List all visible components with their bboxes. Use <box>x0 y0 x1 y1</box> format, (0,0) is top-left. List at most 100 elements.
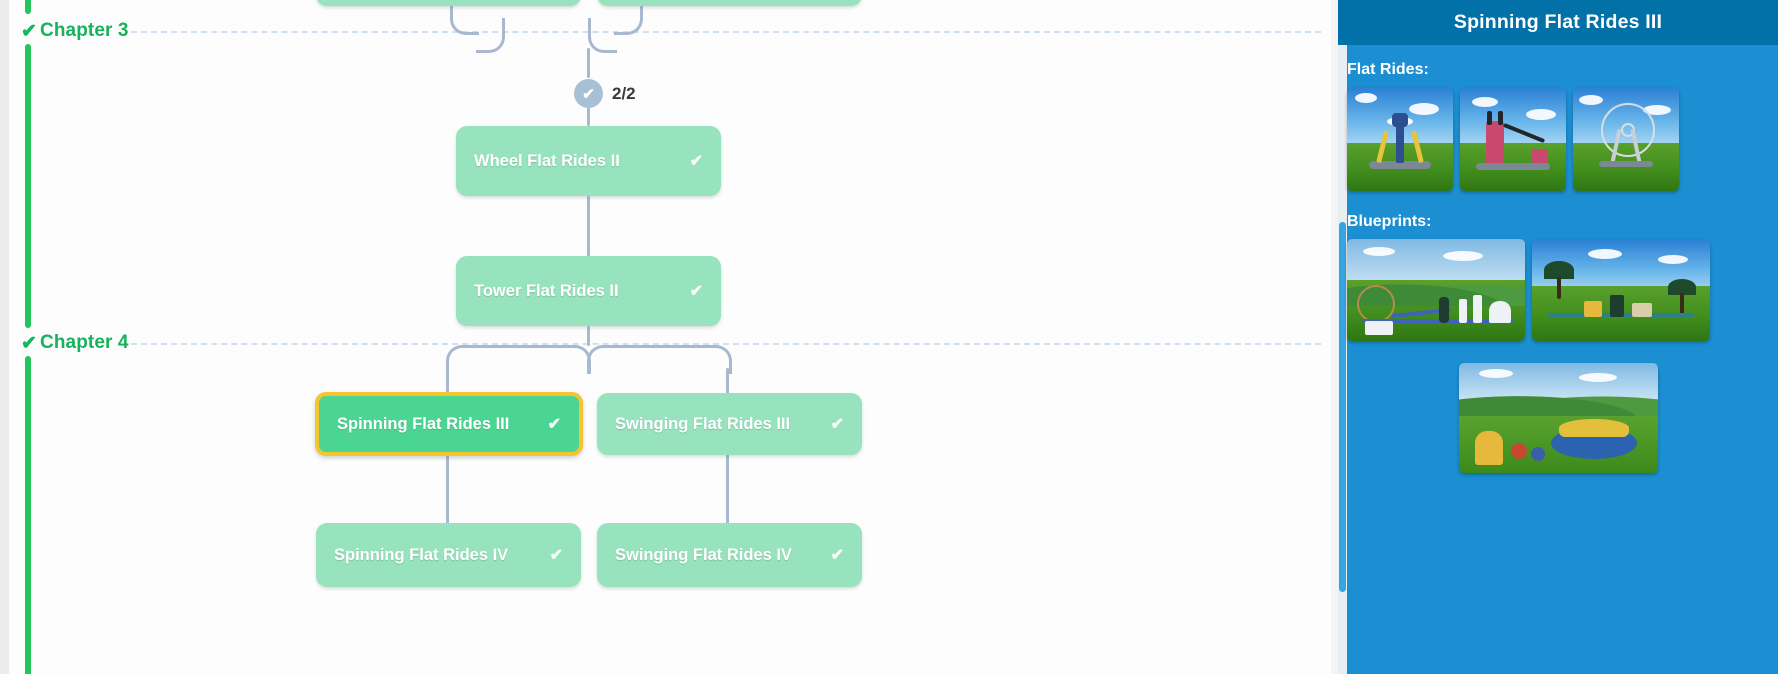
check-icon: ✔ <box>689 153 703 170</box>
connector-line <box>726 368 729 396</box>
connector-line <box>587 326 590 346</box>
blueprint-thumbnail[interactable] <box>1347 239 1525 341</box>
flat-ride-thumbnail[interactable] <box>1460 87 1566 191</box>
chapter-rail-3 <box>25 44 31 328</box>
thumb-cloud <box>1579 95 1603 105</box>
tech-tree-canvas[interactable]: ✔ Chapter 3 ✔ Chapter 4 <box>9 0 1331 674</box>
tree-node-selected[interactable]: Spinning Flat Rides III ✔ <box>315 392 583 456</box>
connector-curve <box>614 0 643 35</box>
flat-ride-thumbnail[interactable] <box>1573 87 1679 191</box>
thumb-cloud <box>1355 93 1377 103</box>
thumb-palm-tree <box>1668 279 1696 295</box>
progress-count: 2/2 <box>612 83 636 103</box>
thumb-ride-post <box>1486 121 1504 163</box>
chapter-divider-4 <box>131 343 1321 345</box>
check-icon: ✔ <box>549 547 563 564</box>
thumb-ride-base <box>1476 163 1550 170</box>
connector-curve <box>476 18 505 53</box>
tree-node[interactable]: Spinning Flat Rides IV ✔ <box>316 523 581 587</box>
detail-panel-title: Spinning Flat Rides III <box>1453 11 1663 33</box>
blueprint-thumbnail[interactable] <box>1532 239 1710 341</box>
thumb-wheel-ride <box>1357 285 1395 323</box>
connector-line <box>446 452 449 524</box>
chapter-check-icon: ✔ <box>21 332 37 354</box>
thumb-cloud <box>1472 97 1498 107</box>
connector-line <box>587 196 590 258</box>
left-edge-gutter <box>0 0 9 674</box>
thumb-cloud <box>1526 109 1556 120</box>
progress-check-icon: ✔ <box>574 79 603 108</box>
detail-panel-header: Spinning Flat Rides III <box>1338 0 1778 45</box>
thumb-tree <box>1439 297 1449 323</box>
thumb-ride-post <box>1532 149 1548 163</box>
thumb-palm-trunk <box>1680 293 1684 315</box>
thumb-palm-trunk <box>1557 277 1561 299</box>
tree-node-label: Tower Flat Rides II <box>474 281 619 300</box>
connector-curve <box>450 0 479 35</box>
tree-node[interactable]: Swinging Flat Rides IV ✔ <box>597 523 862 587</box>
thumb-ride-post <box>1487 111 1492 125</box>
thumb-building <box>1489 301 1511 323</box>
thumb-ferris-wheel <box>1601 103 1655 157</box>
connector-curve <box>472 345 591 374</box>
flat-ride-thumbnail[interactable] <box>1347 87 1453 191</box>
chapter-header-4[interactable]: ✔ Chapter 4 <box>18 330 129 356</box>
section-label-flat-rides: Flat Rides: <box>1347 61 1429 78</box>
detail-panel-scrollbar-thumb[interactable] <box>1339 222 1346 592</box>
tree-node[interactable] <box>316 0 581 6</box>
panel-divider <box>1331 0 1338 674</box>
thumb-ride-base <box>1599 161 1653 167</box>
thumb-cloud <box>1443 251 1483 261</box>
detail-panel: Spinning Flat Rides III Flat Rides: <box>1338 0 1778 674</box>
tree-node[interactable] <box>597 0 862 6</box>
connector-curve <box>446 345 475 374</box>
connector-curve <box>587 345 706 374</box>
thumb-cloud <box>1643 105 1671 115</box>
chapter-rail-top <box>25 0 31 14</box>
flat-rides-thumbnail-row <box>1347 87 1778 191</box>
thumb-building <box>1365 321 1393 335</box>
chapter-label: Chapter 3 <box>40 20 129 41</box>
thumb-building <box>1473 295 1482 323</box>
thumb-ride-base <box>1369 161 1431 169</box>
connector-line <box>587 48 590 78</box>
blueprint-thumbnail[interactable] <box>1458 363 1658 473</box>
section-label-blueprints: Blueprints: <box>1347 213 1432 230</box>
blueprint-thumbnail-solo-row <box>1338 341 1778 473</box>
tree-node-label: Spinning Flat Rides IV <box>334 545 509 564</box>
thumb-carousel-canopy <box>1558 419 1629 437</box>
tree-node[interactable]: Swinging Flat Rides III ✔ <box>597 393 862 455</box>
thumb-cloud <box>1578 373 1617 382</box>
tree-node[interactable]: Tower Flat Rides II ✔ <box>456 256 721 326</box>
check-icon: ✔ <box>689 283 703 300</box>
thumb-building <box>1632 303 1652 317</box>
thumb-building <box>1459 299 1467 323</box>
chapter-progress-badge[interactable]: ✔ 2/2 <box>574 79 636 108</box>
thumb-building <box>1474 431 1503 465</box>
check-icon: ✔ <box>830 547 844 564</box>
thumb-track <box>1363 319 1513 323</box>
thumb-cloud <box>1658 255 1688 264</box>
check-icon: ✔ <box>830 416 844 433</box>
tree-node-label: Wheel Flat Rides II <box>474 151 620 170</box>
thumb-building <box>1584 301 1602 317</box>
thumb-building <box>1610 295 1624 317</box>
chapter-divider-3 <box>131 31 1321 33</box>
thumb-hills <box>1458 391 1658 416</box>
thumb-decor <box>1510 443 1527 459</box>
chapter-header-3[interactable]: ✔ Chapter 3 <box>18 18 129 44</box>
connector-line <box>446 368 449 396</box>
thumb-cloud <box>1588 249 1622 259</box>
tree-node-label: Swinging Flat Rides III <box>615 414 791 433</box>
connector-curve <box>588 18 617 53</box>
chapter-check-icon: ✔ <box>21 20 37 42</box>
thumb-cloud <box>1478 369 1513 378</box>
thumb-cloud <box>1409 103 1439 115</box>
chapter-label: Chapter 4 <box>40 332 129 353</box>
blueprints-thumbnail-row <box>1347 239 1778 341</box>
tree-node[interactable]: Wheel Flat Rides II ✔ <box>456 126 721 196</box>
chapter-rail-4 <box>25 356 31 674</box>
tree-node-label: Spinning Flat Rides III <box>337 414 510 433</box>
connector-curve <box>703 345 732 374</box>
